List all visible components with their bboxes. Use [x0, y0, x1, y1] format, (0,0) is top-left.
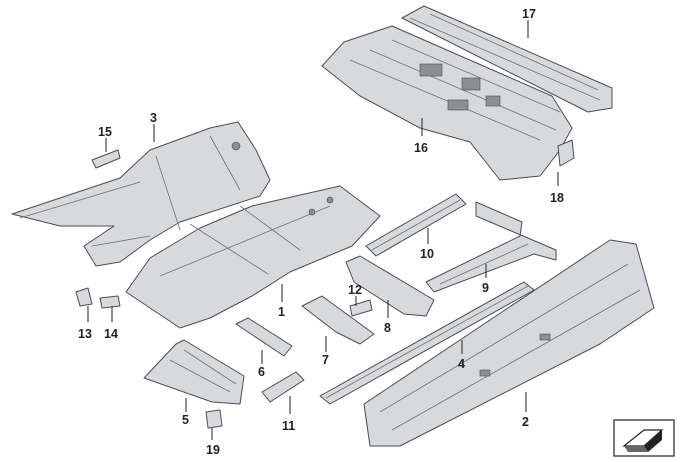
- part-9-cross-member[interactable]: [425, 201, 557, 293]
- part-8-side-bracket[interactable]: [345, 255, 435, 317]
- part-5-seat-mount[interactable]: [143, 339, 245, 405]
- part-7-bracket[interactable]: [301, 295, 375, 345]
- part-17-cross-member[interactable]: [401, 5, 613, 113]
- part-6-bracket[interactable]: [235, 317, 293, 357]
- part-16-parcel-shelf[interactable]: [321, 25, 573, 181]
- callout-12: 12: [348, 283, 362, 297]
- page-flip-icon[interactable]: [613, 419, 675, 457]
- callout-labels: 17 16 18 3 15 1 10 9 8 12 4 2 7 6 13 14 …: [78, 7, 564, 457]
- callout-10: 10: [420, 247, 434, 261]
- part-15-bracket[interactable]: [91, 149, 121, 169]
- callout-16: 16: [414, 141, 428, 155]
- callout-17: 17: [522, 7, 536, 21]
- part-10-cross-member[interactable]: [365, 193, 467, 257]
- callout-19: 19: [206, 443, 220, 457]
- leader-lines: [87, 20, 559, 440]
- callout-5: 5: [182, 413, 189, 427]
- part-13-bracket[interactable]: [75, 287, 93, 307]
- part-12-small-bracket[interactable]: [349, 299, 373, 317]
- callout-13: 13: [78, 327, 92, 341]
- callout-18: 18: [550, 191, 564, 205]
- callout-6: 6: [258, 365, 265, 379]
- callout-4: 4: [458, 357, 465, 371]
- callout-9: 9: [482, 281, 489, 295]
- callout-8: 8: [384, 321, 391, 335]
- part-1-floor-pan[interactable]: [125, 185, 381, 329]
- part-14-bracket[interactable]: [99, 295, 121, 309]
- part-2-side-sill[interactable]: [363, 239, 655, 447]
- callout-1: 1: [278, 305, 285, 319]
- part-4-sill-reinforcement[interactable]: [319, 281, 535, 405]
- callout-2: 2: [522, 415, 529, 429]
- callout-11: 11: [282, 419, 295, 433]
- part-11-reinforcement[interactable]: [261, 371, 305, 403]
- callout-14: 14: [104, 327, 118, 341]
- part-19-clip[interactable]: [205, 409, 223, 429]
- callout-3: 3: [150, 111, 157, 125]
- part-18-bracket[interactable]: [557, 139, 575, 167]
- part-3-tunnel-frame[interactable]: [11, 121, 271, 267]
- callout-7: 7: [322, 353, 329, 367]
- callout-15: 15: [98, 125, 112, 139]
